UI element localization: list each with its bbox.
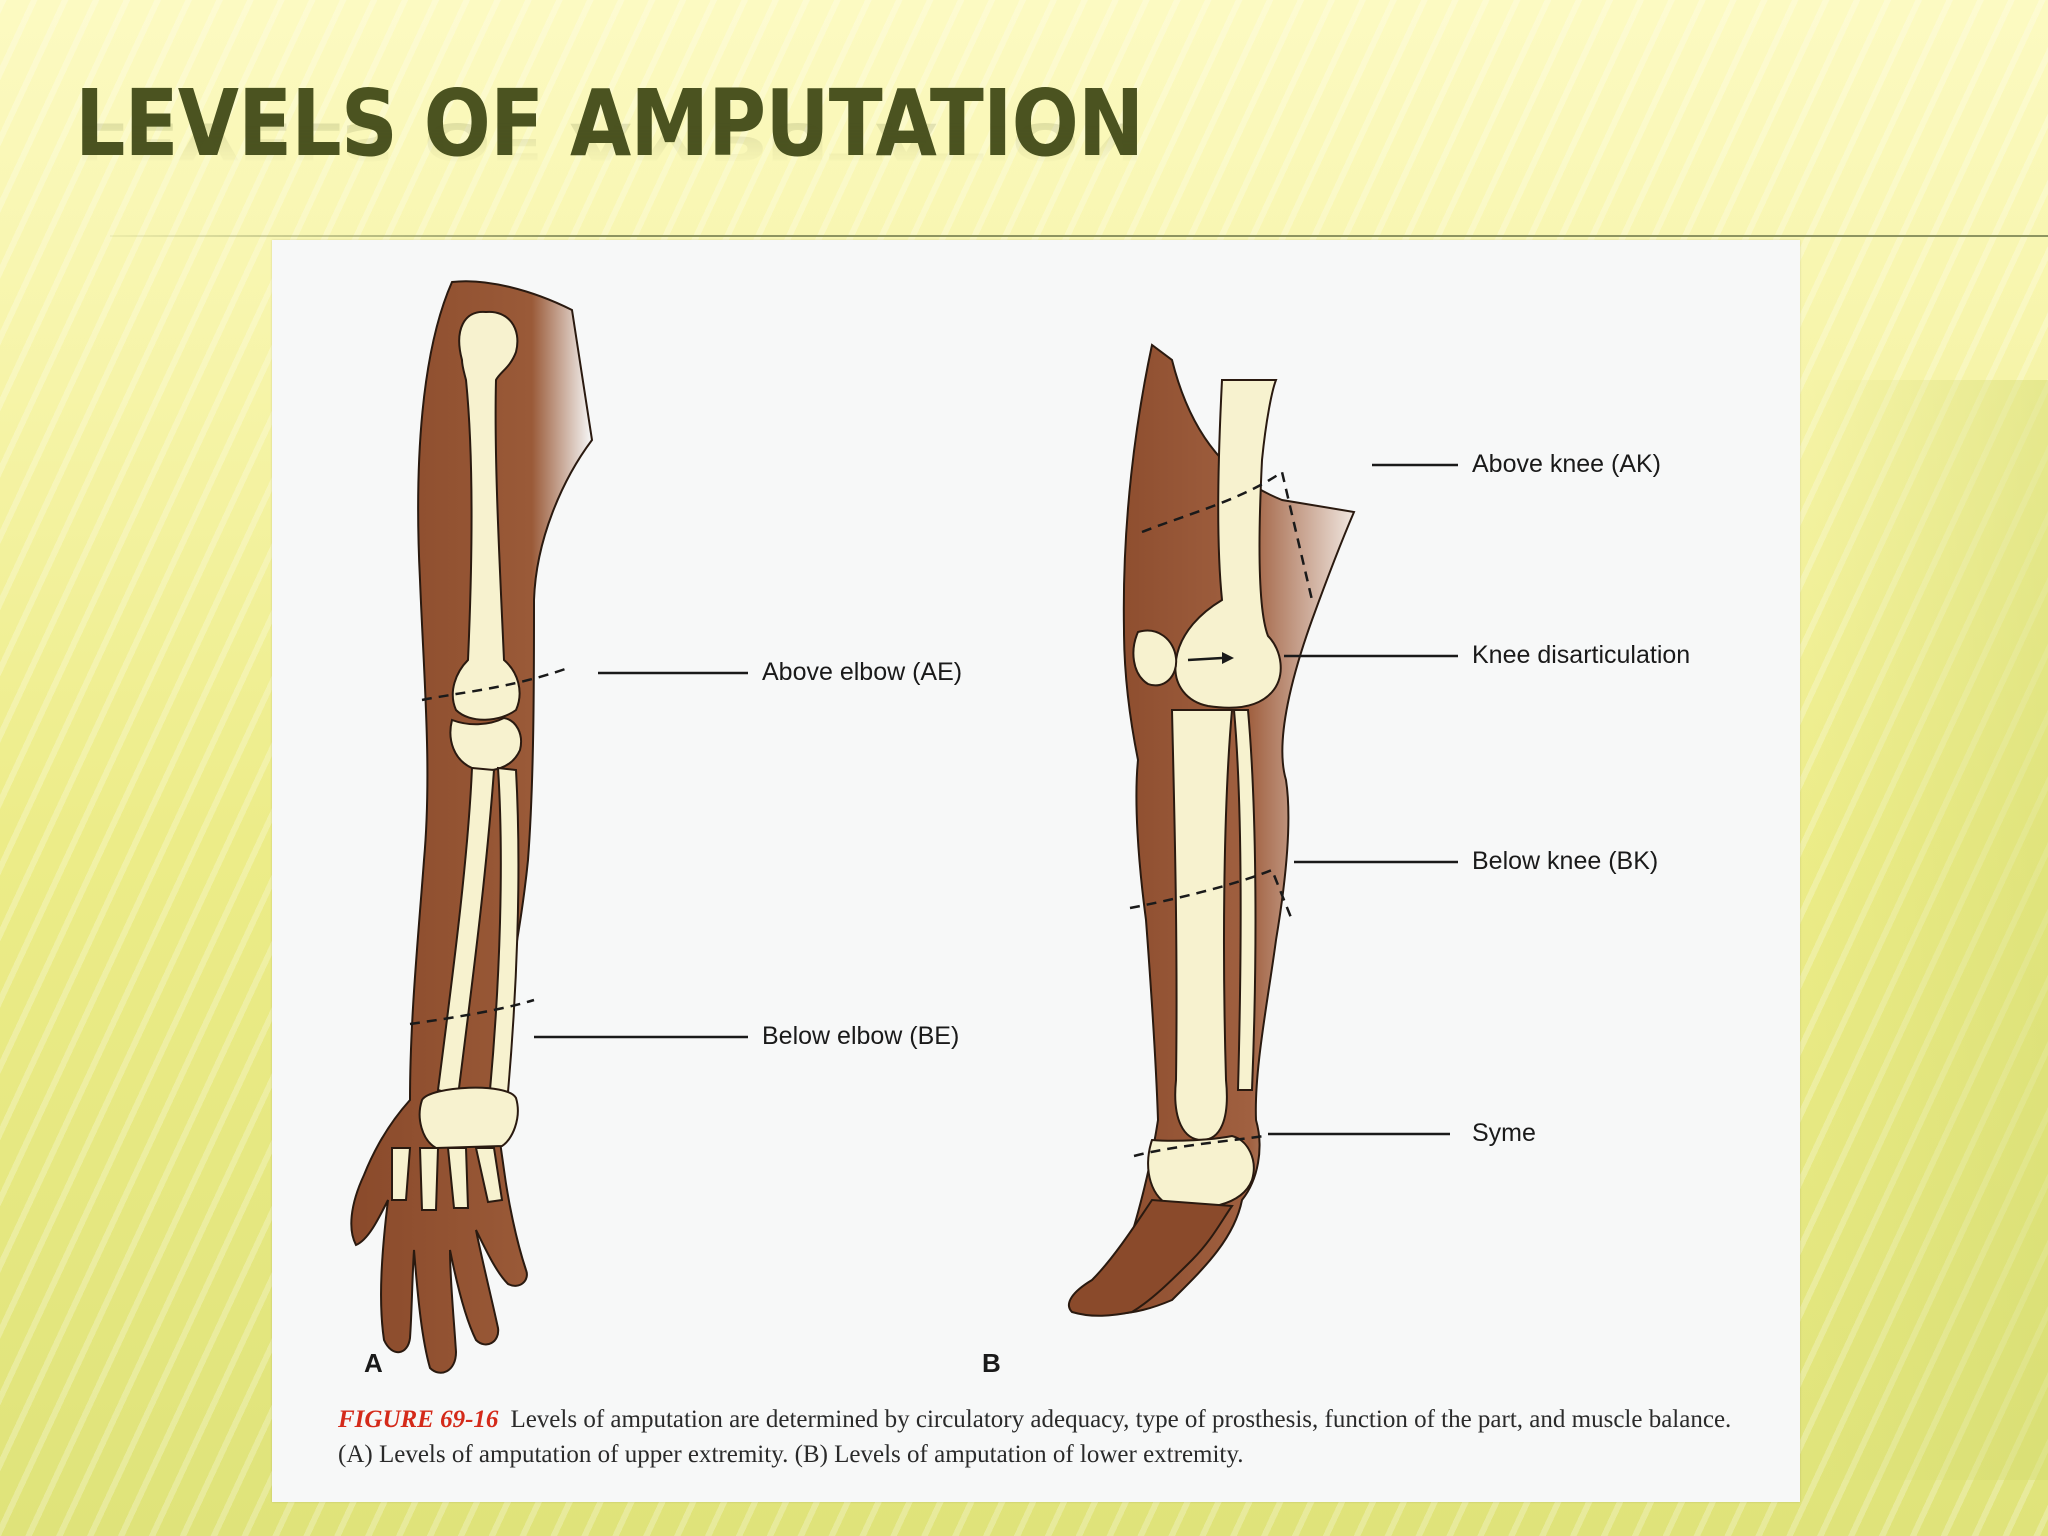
fibula-bone [1232,709,1257,1091]
label-below-elbow: Below elbow (BE) [762,1022,960,1050]
background-shading [1798,380,2048,1480]
patella-bone [1132,629,1178,687]
figure-number: FIGURE 69-16 [338,1406,499,1433]
arm-illustration [350,280,748,1374]
ae-cut-line [421,666,569,702]
label-syme: Syme [1472,1119,1536,1147]
caption-text: Levels of amputation are determined by c… [338,1406,1732,1468]
anatomy-illustration [350,280,1458,1374]
panel-letter-a: A [364,1348,383,1378]
slide-title: LEVELS OF AMPUTATION [75,70,1144,177]
title-divider [110,235,2048,237]
foot [1067,1198,1234,1317]
ankle-bones [1147,1134,1255,1210]
label-knee-disarticulation: Knee disarticulation [1472,641,1691,669]
title-block: LEVELS OF AMPUTATION LEVELS OF AMPUTATIO… [75,70,1317,177]
ak-cut-line [1141,469,1314,601]
femur-bone [1174,379,1282,709]
label-above-knee: Above knee (AK) [1472,450,1661,478]
elbow-joint [449,716,522,772]
label-above-elbow: Above elbow (AE) [762,658,963,686]
knee-disarticulation-arrow [1187,656,1223,662]
humerus-bone [451,310,521,721]
leg-illustration [1067,343,1458,1317]
label-below-knee: Below knee (BK) [1472,847,1659,875]
slide-title-reflection: LEVELS OF AMPUTATION [75,111,1144,171]
bk-cut-line [1129,868,1294,921]
carpal-bones [418,1086,519,1150]
metacarpal-bones [391,1147,504,1211]
tibia-bone [1170,709,1234,1142]
panel-letter-b: B [982,1348,1001,1378]
amputation-figure: Above elbow (AE) Below elbow (BE) Above … [272,240,1800,1502]
